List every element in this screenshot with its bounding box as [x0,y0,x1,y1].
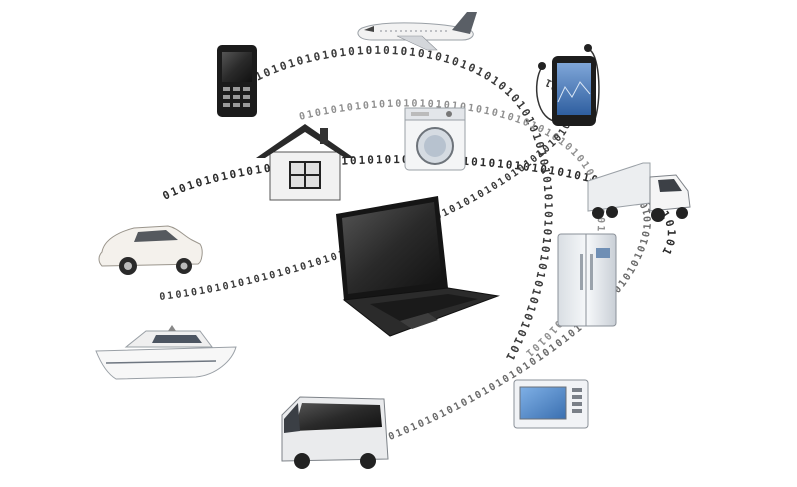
bus-icon [281,396,389,469]
mobile-phone-icon [217,45,257,117]
yacht-icon [95,325,237,380]
washing-machine-icon [404,107,466,171]
laptop-icon [336,196,500,337]
car-icon [98,225,203,275]
house-icon [256,124,354,201]
smartphone-icon [536,44,600,126]
refrigerator-icon [557,233,617,327]
airplane-icon [357,12,477,51]
truck-icon [587,162,691,222]
microwave-icon [513,379,589,429]
